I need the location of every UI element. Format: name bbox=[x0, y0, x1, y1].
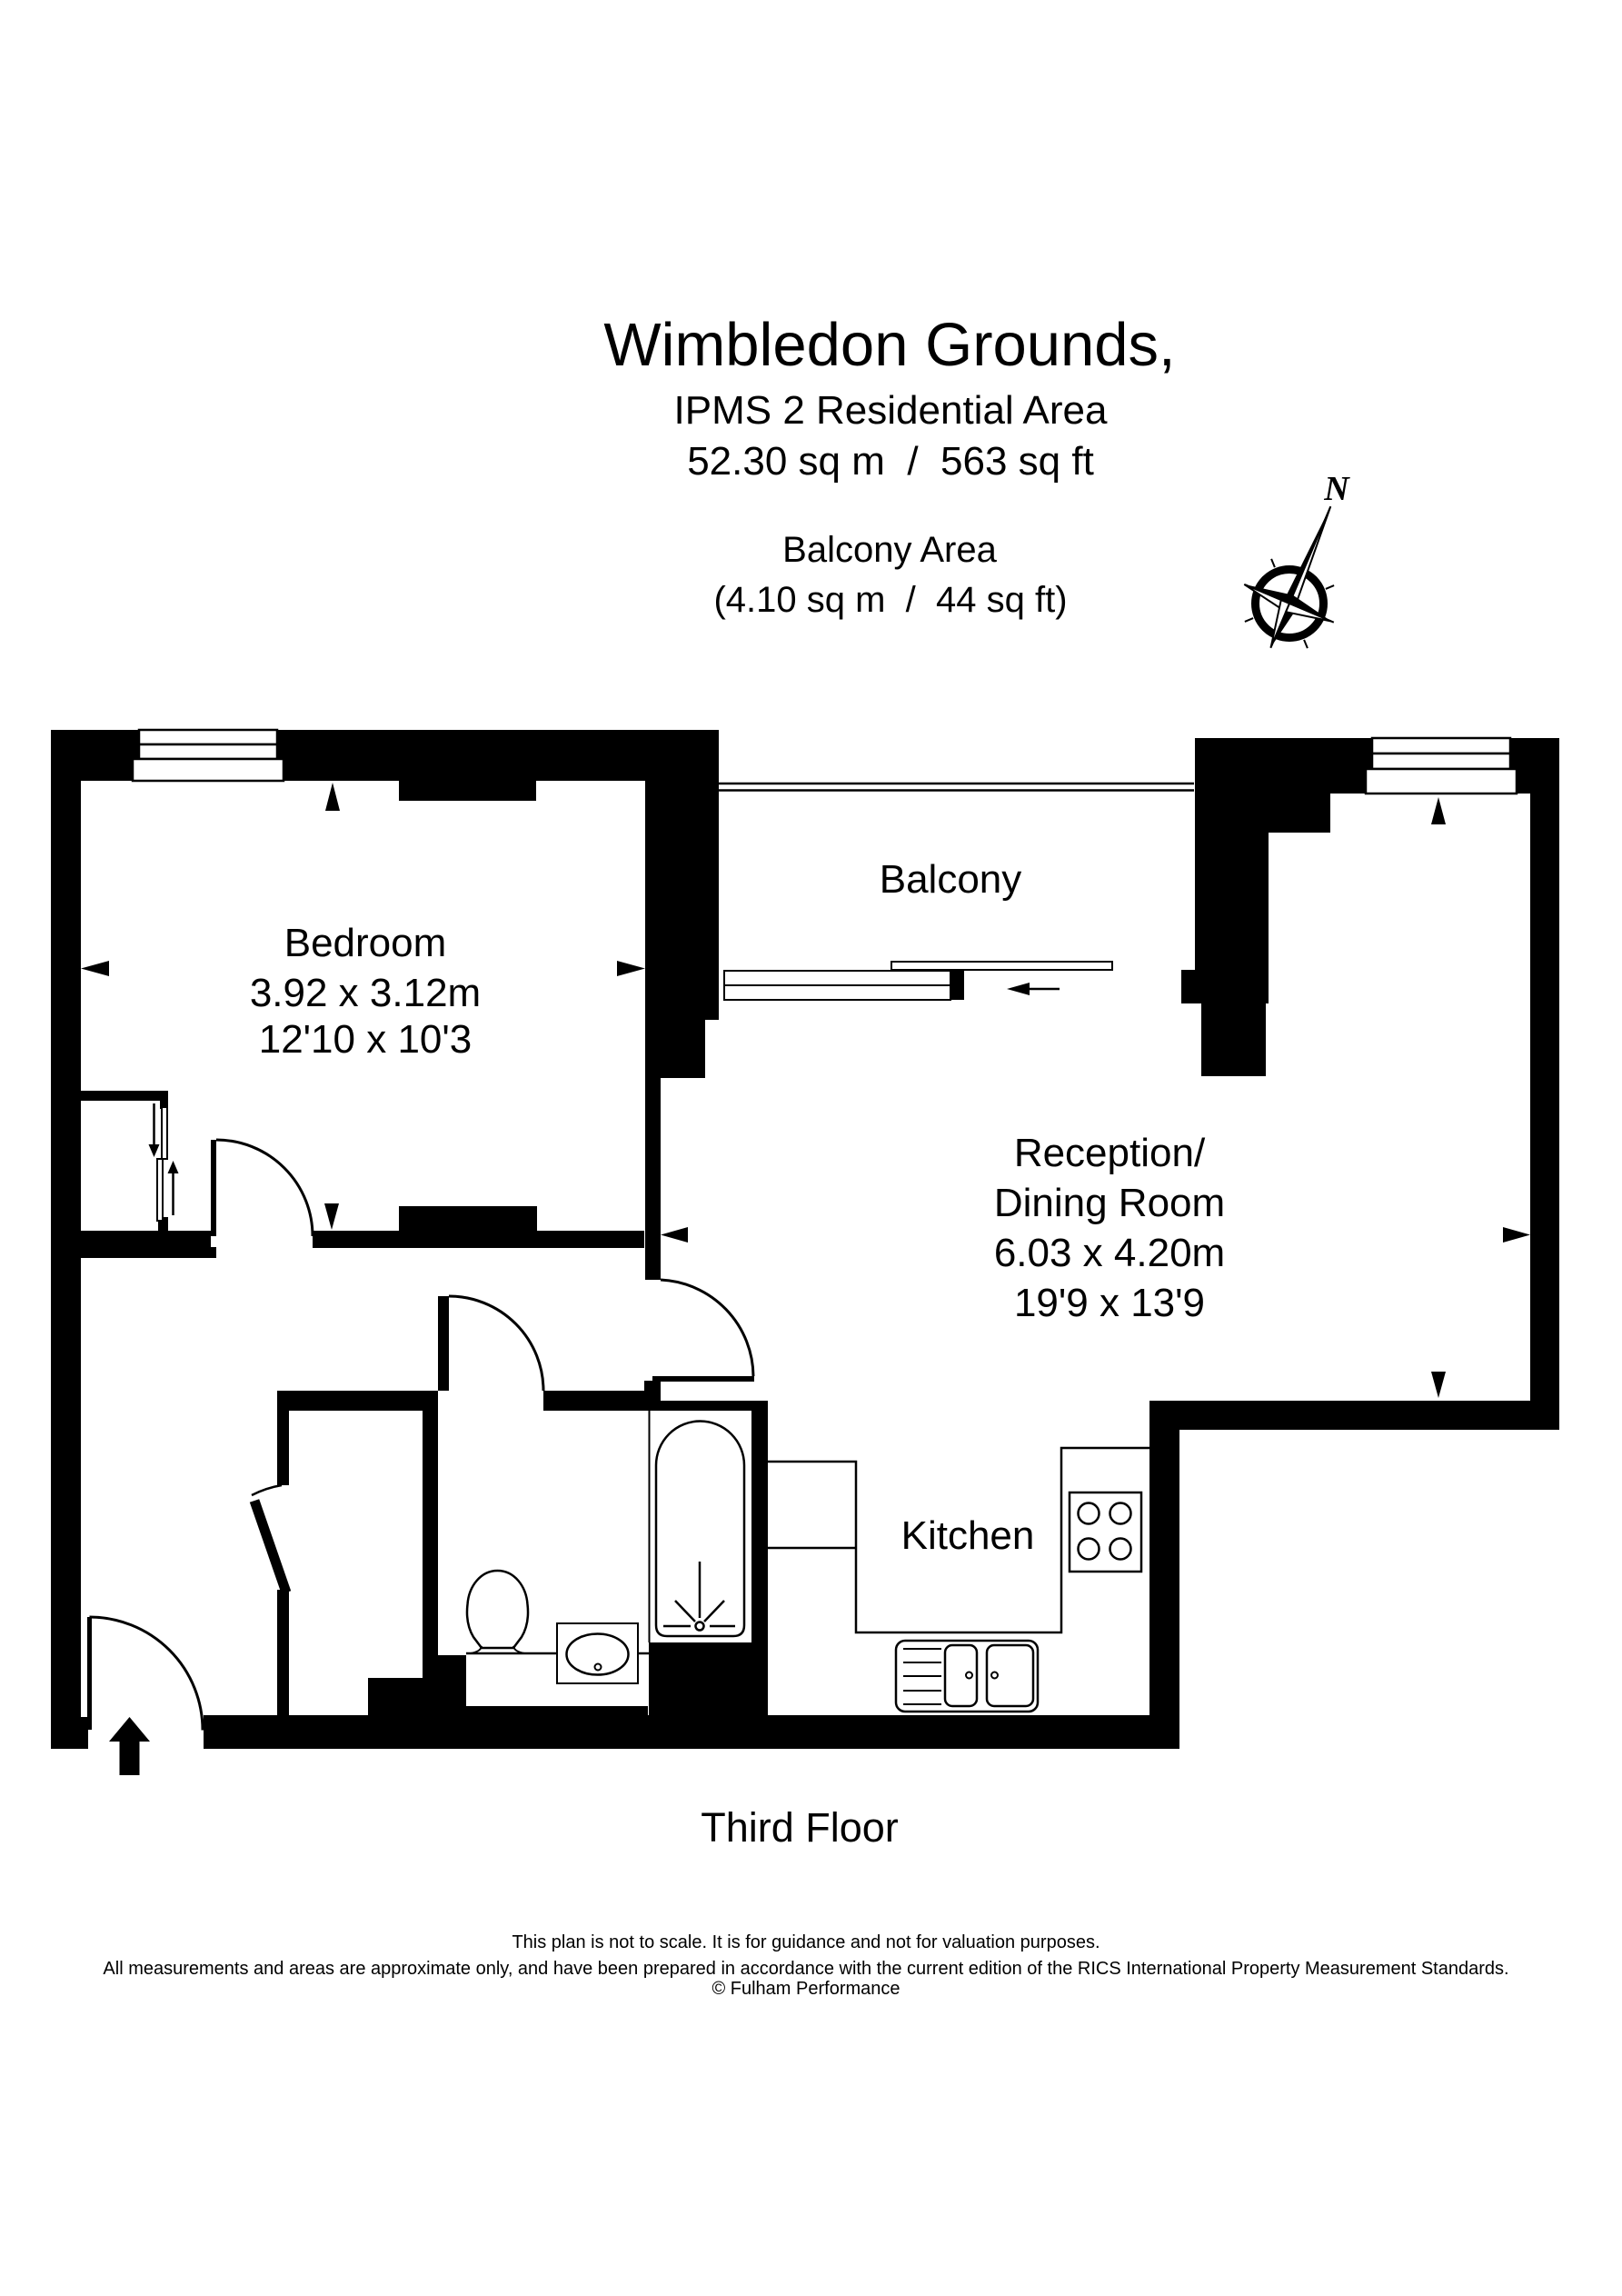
svg-text:Reception/: Reception/ bbox=[1014, 1131, 1206, 1175]
svg-text:This plan is not to scale. It: This plan is not to scale. It is for gui… bbox=[512, 1932, 1100, 1952]
svg-text:Dining Room: Dining Room bbox=[994, 1181, 1225, 1225]
svg-text:3.92 x 3.12m: 3.92 x 3.12m bbox=[250, 971, 481, 1015]
svg-text:Bedroom: Bedroom bbox=[284, 921, 447, 965]
svg-text:6.03 x 4.20m: 6.03 x 4.20m bbox=[994, 1231, 1225, 1275]
svg-text:Balcony Area: Balcony Area bbox=[782, 530, 997, 570]
svg-text:© Fulham Performance: © Fulham Performance bbox=[711, 1979, 900, 1999]
svg-text:Kitchen: Kitchen bbox=[901, 1513, 1035, 1558]
svg-text:19'9 x 13'9: 19'9 x 13'9 bbox=[1014, 1281, 1205, 1325]
svg-text:N: N bbox=[1323, 470, 1350, 508]
svg-text:IPMS 2 Residential Area: IPMS 2 Residential Area bbox=[674, 388, 1108, 433]
svg-text:Wimbledon Grounds,: Wimbledon Grounds, bbox=[603, 311, 1175, 379]
svg-text:Third Floor: Third Floor bbox=[701, 1804, 899, 1851]
svg-text:(4.10 sq m / 44 sq ft): (4.10 sq m / 44 sq ft) bbox=[713, 580, 1067, 620]
svg-text:52.30 sq m / 563 sq ft: 52.30 sq m / 563 sq ft bbox=[687, 439, 1094, 484]
svg-text:All measurements and areas are: All measurements and areas are approxima… bbox=[103, 1959, 1508, 1979]
svg-text:12'10 x 10'3: 12'10 x 10'3 bbox=[259, 1017, 473, 1062]
svg-text:Balcony: Balcony bbox=[880, 857, 1022, 902]
